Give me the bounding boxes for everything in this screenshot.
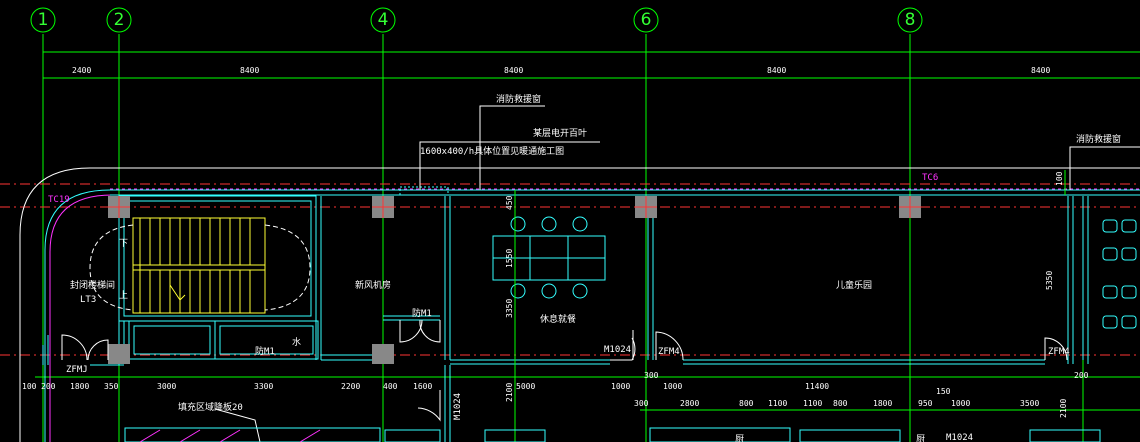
top-dim-3: 8400 — [504, 66, 523, 75]
label-stair-name: 封闭楼梯间 — [70, 279, 115, 291]
top-dim-5: 8400 — [1031, 66, 1050, 75]
bottom-hatch — [139, 429, 321, 442]
bottom-dim-5: 3000 — [157, 382, 176, 391]
bottom-dim-12: 300 — [644, 371, 659, 380]
dining-tables — [492, 216, 606, 299]
label-fire-window-1: 消防救援窗 — [496, 93, 541, 105]
axis-bubbles — [30, 7, 923, 33]
outer-edge-curve — [19, 167, 1140, 442]
label-stair-up: 上 — [119, 290, 128, 301]
bottom-dim-8: 400 — [383, 382, 398, 391]
bottom2-dim-7: 1800 — [873, 399, 892, 408]
bottom-dim-1: 100 — [22, 382, 37, 391]
tc19-line — [44, 189, 1140, 442]
axis-label-1: 1 — [38, 10, 49, 30]
label-tc6: TC6 — [922, 173, 938, 183]
label-zfm-b: ZFM4 — [658, 347, 680, 357]
tc19-line-b — [49, 194, 113, 442]
bottom-dim-10: 5000 — [516, 382, 535, 391]
bottom-dim-9: 1600 — [413, 382, 432, 391]
axis-bubble-4 — [370, 7, 396, 33]
bottom2-dim-6: 800 — [833, 399, 848, 408]
vertical-dims — [514, 170, 1084, 442]
dim-v-100: 100 — [1055, 171, 1064, 186]
axis-label-8: 8 — [905, 10, 916, 30]
bottom-rooms — [124, 427, 1101, 442]
bottom2-dim-5: 1100 — [803, 399, 822, 408]
label-stair-id: LT3 — [80, 295, 96, 305]
walls — [42, 195, 1089, 442]
bottom2-dim-9: 1000 — [951, 399, 970, 408]
label-m1024-a: M1024 — [604, 345, 631, 355]
dim-v-2100b: 2100 — [1059, 399, 1068, 418]
label-kids-area: 儿童乐园 — [836, 279, 872, 291]
right-chairs — [1102, 219, 1137, 329]
axis-label-4: 4 — [378, 10, 389, 30]
bottom-dim-15: 200 — [1074, 371, 1089, 380]
label-bottom-room-b: 厨 — [916, 434, 925, 442]
bottom-dim-2: 200 — [41, 382, 56, 391]
axis-bubble-2 — [106, 7, 132, 33]
bottom2-dim-8: 950 — [918, 399, 933, 408]
bottom-dim-3: 1800 — [70, 382, 89, 391]
dim-v-2100a: 2100 — [505, 383, 514, 402]
bottom-dim-6: 3300 — [254, 382, 273, 391]
top-dim-2: 8400 — [240, 66, 259, 75]
bottom2-dim-2: 2800 — [680, 399, 699, 408]
axis-bubble-6 — [633, 7, 659, 33]
label-louver-2: 1600x400/h具体位置见暖通施工图 — [420, 145, 564, 157]
label-door-m1b: 防M1 — [412, 307, 432, 319]
bottom2-dim-10: 3500 — [1020, 399, 1039, 408]
label-stair-down: 下 — [119, 239, 128, 249]
label-rest-area: 休息就餐 — [540, 313, 576, 325]
bottom2-dim-4: 1100 — [768, 399, 787, 408]
label-m1024-b: M1024 — [453, 393, 463, 420]
label-bottom-room-a: 厨 — [735, 434, 744, 442]
label-fire-window-2: 消防救援窗 — [1076, 133, 1121, 145]
label-louver-1: 某层电开百叶 — [533, 127, 587, 139]
axis-bubble-1 — [30, 7, 56, 33]
bottom-dim-4: 350 — [104, 382, 119, 391]
label-water: 水 — [292, 336, 301, 348]
bottom-dim-13: 1000 — [663, 382, 682, 391]
top-dim-4: 8400 — [767, 66, 786, 75]
doors — [61, 319, 1068, 422]
stair — [132, 217, 266, 314]
dim-v-3350: 3350 — [505, 299, 514, 318]
axis-lines — [35, 34, 1140, 442]
bottom-dim-14: 11400 — [805, 382, 829, 391]
label-fresh-air-room: 新风机房 — [355, 279, 391, 291]
dim-150: 150 — [936, 387, 951, 396]
label-door-m1: 防M1 — [255, 345, 275, 357]
axis-bubble-8 — [897, 7, 923, 33]
column-crosses — [108, 196, 921, 218]
top-dim-1: 2400 — [72, 66, 91, 75]
axis-label-6: 6 — [641, 10, 652, 30]
bottom-dim-11: 1000 — [611, 382, 630, 391]
label-zfm-a: ZFMJ — [66, 365, 88, 375]
louver-hatch — [399, 186, 449, 196]
dim-v-5350: 5350 — [1045, 271, 1054, 290]
top-wall — [110, 188, 1140, 196]
label-tc19: TC19 — [48, 195, 70, 205]
stair-oval — [89, 224, 311, 311]
leaders — [214, 105, 1140, 442]
bottom2-dim-1: 300 — [634, 399, 649, 408]
label-fill-zone: 填充区域降板20 — [178, 401, 243, 413]
bottom2-dim-3: 800 — [739, 399, 754, 408]
bottom-dim-7: 2200 — [341, 382, 360, 391]
dim-v-450: 450 — [505, 195, 514, 210]
label-zfm-c: ZFM4 — [1048, 347, 1070, 357]
red-dash-lines — [0, 183, 1140, 356]
dim-v-1550: 1550 — [505, 249, 514, 268]
axis-label-2: 2 — [114, 10, 125, 30]
label-m1024-c: M1024 — [946, 433, 973, 442]
